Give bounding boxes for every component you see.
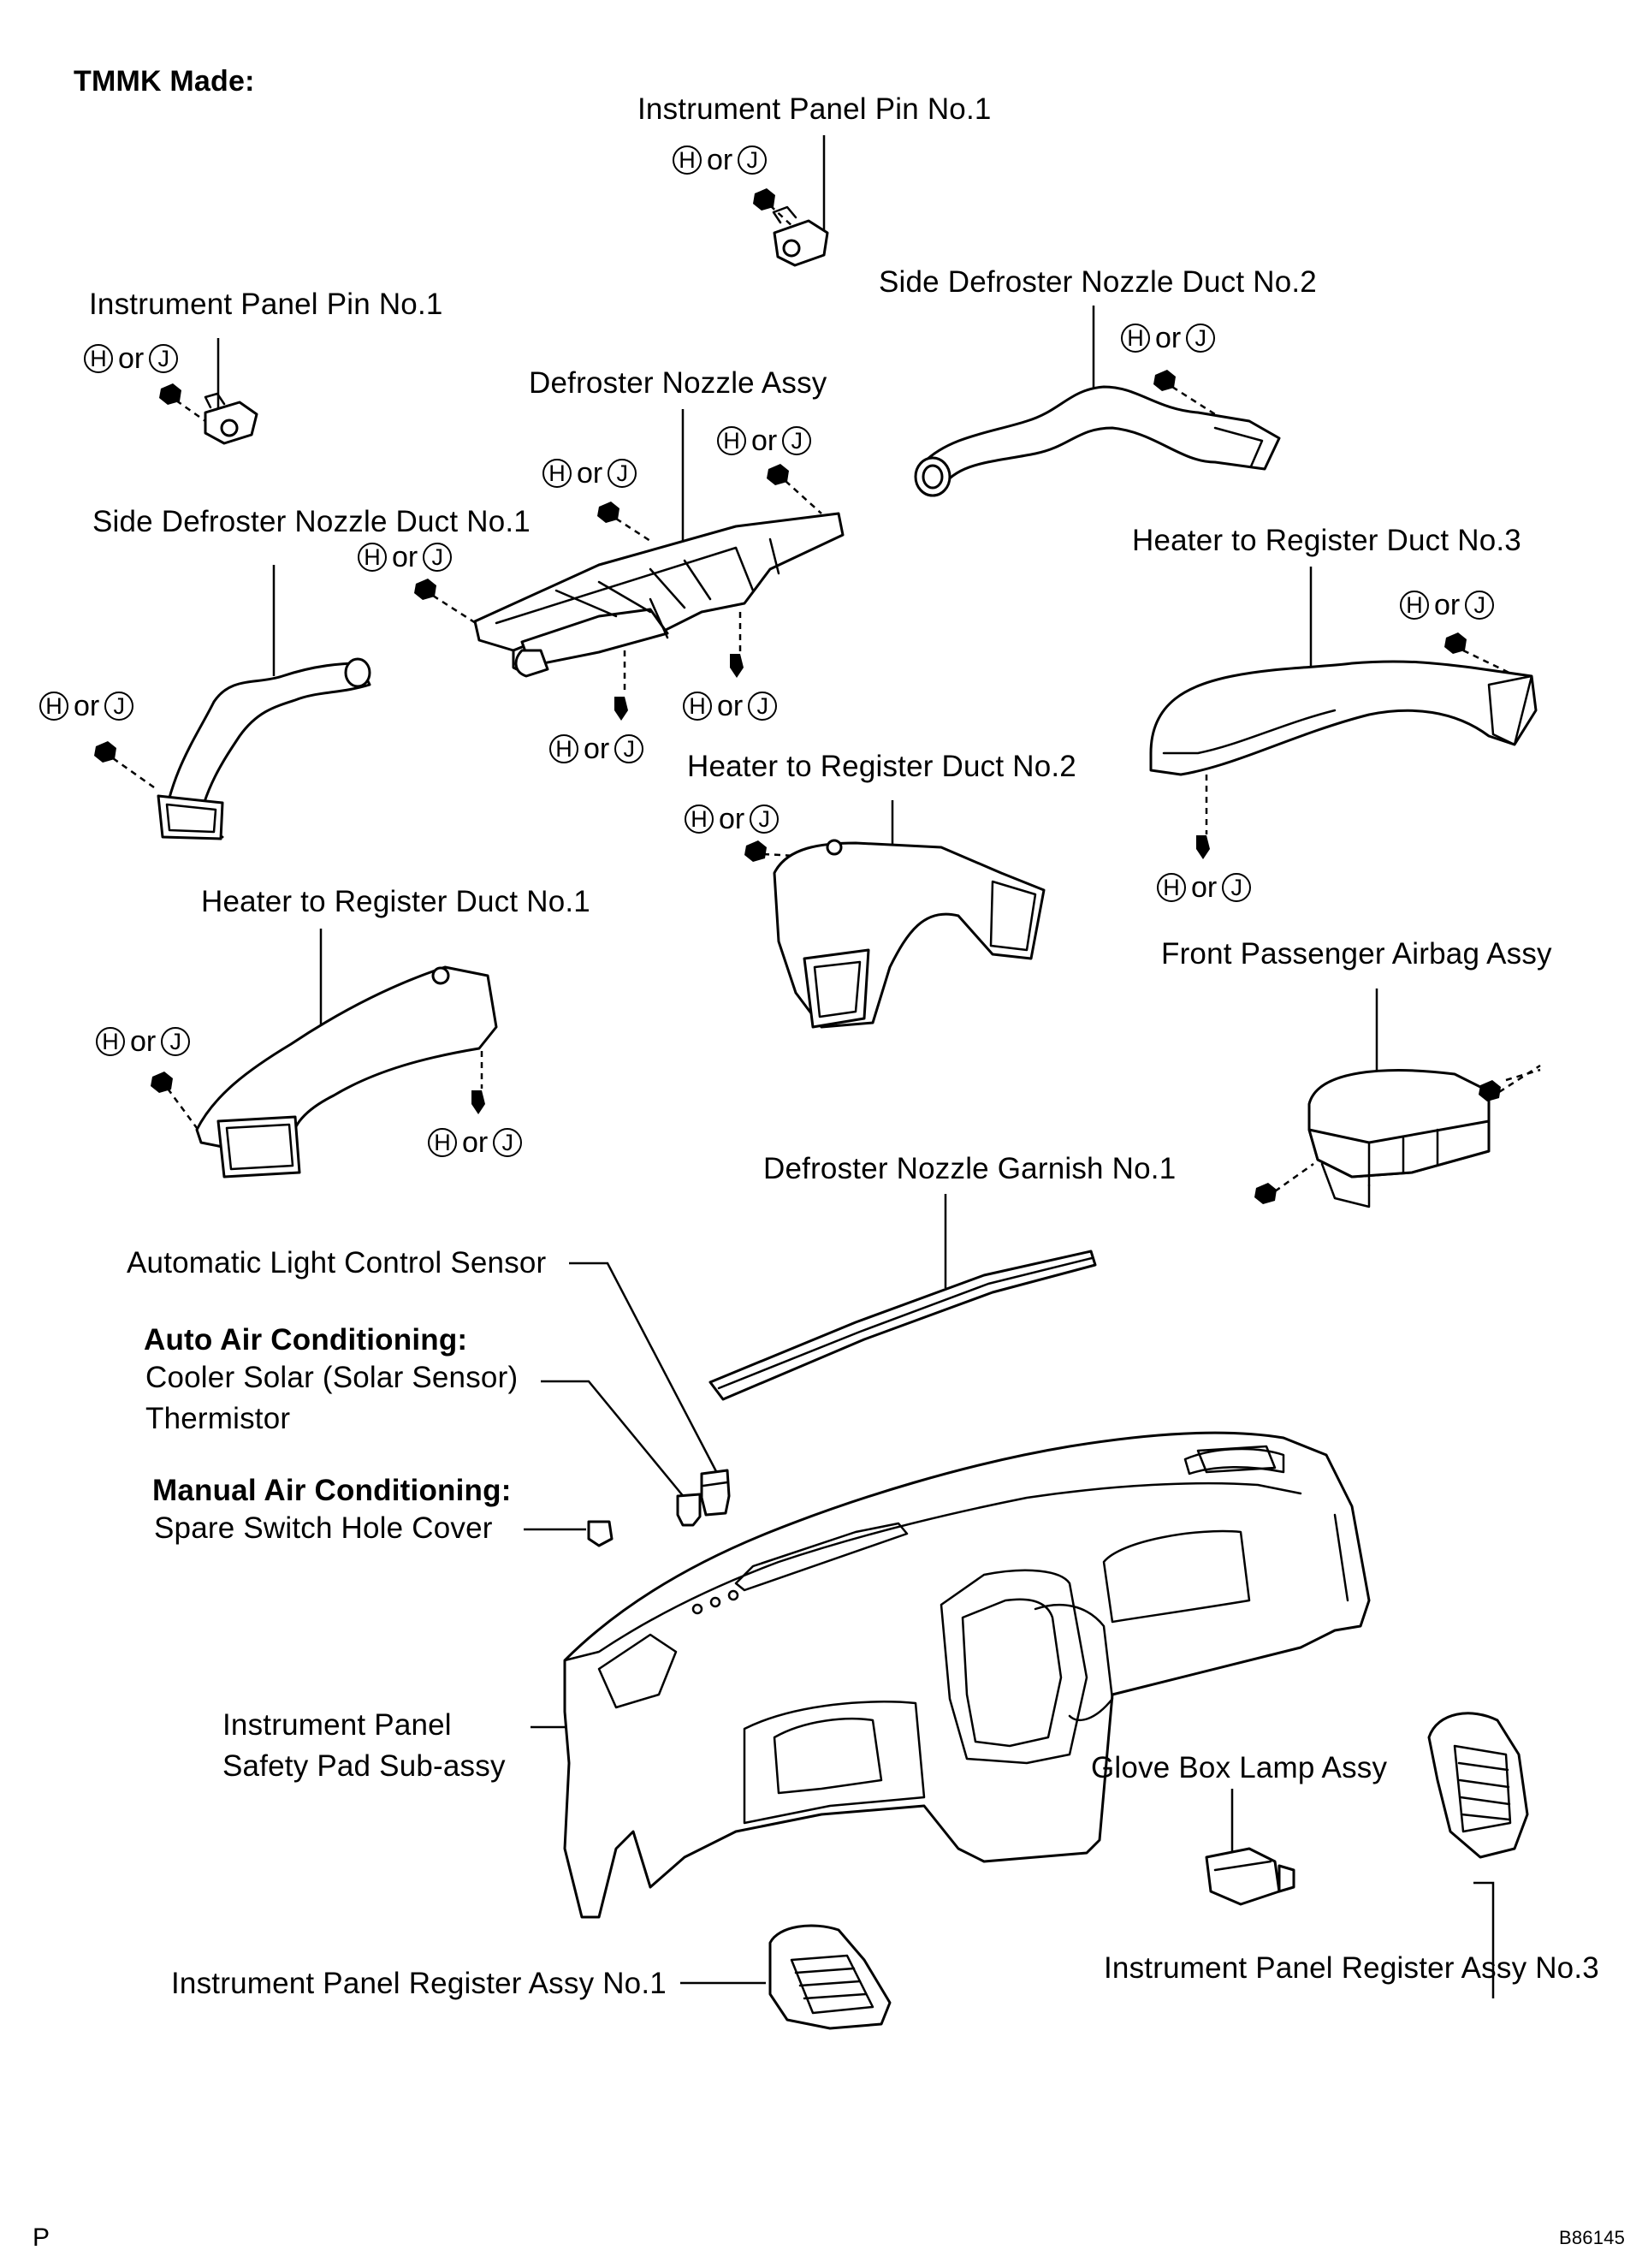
fastener-h-icon: H <box>542 459 572 488</box>
label-side-duct-2: Side Defroster Nozzle Duct No.2 <box>879 265 1317 299</box>
side-defroster-duct-1 <box>94 565 371 840</box>
label-airbag: Front Passenger Airbag Assy <box>1161 937 1552 971</box>
fastener-h-icon: H <box>673 145 702 175</box>
label-glove-lamp: Glove Box Lamp Assy <box>1091 1751 1388 1784</box>
fastener-h-icon: H <box>428 1128 457 1157</box>
fastener-or: or <box>1155 322 1182 354</box>
label-register-3: Instrument Panel Register Assy No.3 <box>1104 1951 1599 1985</box>
sensors <box>524 1262 731 1547</box>
fastener-or: or <box>130 1025 157 1058</box>
label-side-duct-1: Side Defroster Nozzle Duct No.1 <box>92 505 531 538</box>
instrument-panel-pin-left <box>159 338 258 445</box>
label-register-1: Instrument Panel Register Assy No.1 <box>171 1967 667 2000</box>
fastener-h-icon: H <box>549 734 578 763</box>
front-passenger-airbag <box>1254 989 1541 1208</box>
heater-register-duct-3 <box>1149 567 1538 859</box>
label-garnish: Defroster Nozzle Garnish No.1 <box>763 1152 1177 1185</box>
fastener-j-icon: J <box>493 1128 523 1157</box>
fastener-j-icon: J <box>782 426 812 455</box>
defroster-nozzle-garnish <box>708 1194 1097 1401</box>
label-heater-duct-3: Heater to Register Duct No.3 <box>1132 524 1521 557</box>
label-hole-cover: Spare Switch Hole Cover <box>154 1511 493 1545</box>
fastener-j-icon: J <box>149 344 179 373</box>
fastener-h-icon: H <box>1157 873 1186 902</box>
fastener-j-icon: J <box>614 734 644 763</box>
label-heater-duct-2: Heater to Register Duct No.2 <box>687 750 1076 783</box>
fastener-j-icon: J <box>750 804 780 834</box>
instrument-panel-pin-top <box>753 135 829 267</box>
label-defroster-assy: Defroster Nozzle Assy <box>529 366 827 400</box>
fastener-h-icon: H <box>96 1027 125 1056</box>
figure-id: B86145 <box>1559 2227 1626 2248</box>
instrument-panel-safety-pad <box>531 1431 1371 1919</box>
label-safety-pad-1: Instrument Panel <box>222 1708 452 1742</box>
heater-register-duct-2 <box>744 800 1046 1029</box>
label-solar-sensor-2: Thermistor <box>145 1402 291 1435</box>
fastener-j-icon: J <box>608 459 637 488</box>
register-assy-3 <box>1427 1712 1529 1998</box>
fastener-j-icon: J <box>1186 324 1216 353</box>
fastener-j-icon: J <box>423 543 453 572</box>
fastener-or: or <box>584 733 610 765</box>
fastener-or: or <box>717 690 744 722</box>
fastener-or: or <box>719 803 745 835</box>
fastener-j-icon: J <box>748 692 778 721</box>
fastener-or: or <box>118 342 145 375</box>
page-title: TMMK Made: <box>74 65 255 98</box>
fastener-or: or <box>74 690 100 722</box>
fastener-or: or <box>707 144 733 176</box>
label-safety-pad-2: Safety Pad Sub-assy <box>222 1749 506 1783</box>
fastener-j-icon: J <box>161 1027 191 1056</box>
side-defroster-duct-2 <box>914 306 1281 497</box>
fastener-j-icon: J <box>1465 591 1495 620</box>
fastener-h-icon: H <box>1121 324 1150 353</box>
fastener-j-icon: J <box>738 145 768 175</box>
fastener-j-icon: J <box>1222 873 1252 902</box>
fastener-or: or <box>1191 871 1218 904</box>
fastener-or: or <box>577 457 603 490</box>
fastener-or: or <box>392 541 418 573</box>
label-heater-duct-1: Heater to Register Duct No.1 <box>201 885 590 918</box>
register-assy-1 <box>680 1924 892 2030</box>
label-pin-left: Instrument Panel Pin No.1 <box>89 288 443 321</box>
heater-register-duct-1 <box>151 929 498 1179</box>
label-light-sensor: Automatic Light Control Sensor <box>127 1246 547 1279</box>
fastener-h-icon: H <box>683 692 712 721</box>
page-letter: P <box>33 2223 50 2252</box>
defroster-nozzle-assy <box>414 409 845 721</box>
label-solar-sensor-1: Cooler Solar (Solar Sensor) <box>145 1361 519 1394</box>
label-auto-ac-heading: Auto Air Conditioning: <box>144 1323 468 1357</box>
fastener-or: or <box>1434 589 1461 621</box>
fastener-or: or <box>462 1126 489 1159</box>
fastener-h-icon: H <box>84 344 113 373</box>
fastener-h-icon: H <box>717 426 746 455</box>
fastener-h-icon: H <box>685 804 714 834</box>
glove-box-lamp <box>1205 1789 1295 1906</box>
fastener-h-icon: H <box>1400 591 1429 620</box>
label-pin-top: Instrument Panel Pin No.1 <box>637 92 992 126</box>
fastener-j-icon: J <box>104 692 134 721</box>
fastener-or: or <box>751 425 778 457</box>
fastener-h-icon: H <box>358 543 387 572</box>
label-manual-ac-heading: Manual Air Conditioning: <box>152 1474 512 1507</box>
fastener-h-icon: H <box>39 692 68 721</box>
